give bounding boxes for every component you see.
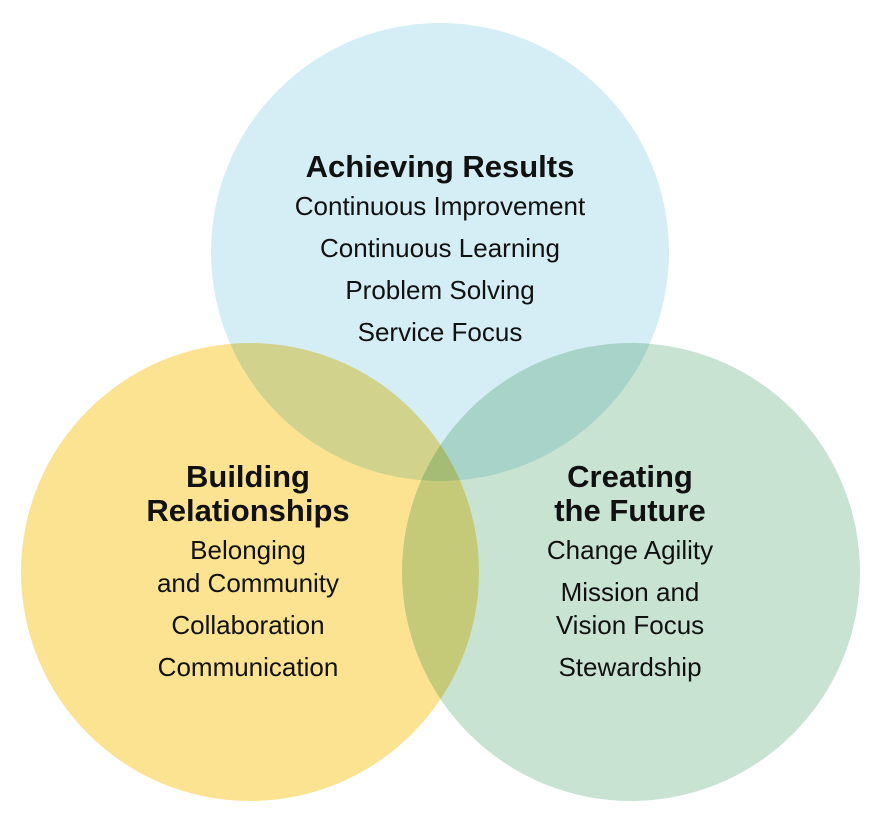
stewardship-item: Stewardship [558, 652, 702, 682]
achieving-results-title: Achieving Results [305, 149, 575, 184]
building-relationships-title: Building Relationships [146, 459, 350, 528]
belonging-and-community-item: Belonging and Community [156, 535, 340, 598]
achieving-results-circle [211, 23, 669, 481]
communication-item: Communication [157, 652, 339, 682]
achieving-results-label-group: Achieving Results Continuous Improvement… [240, 150, 640, 358]
problem-solving-item: Problem Solving [345, 275, 535, 305]
creating-the-future-label-group: Creating the Future Change Agility Missi… [480, 460, 780, 693]
collaboration-item: Collaboration [171, 610, 325, 640]
mission-and-vision-focus-item: Mission and Vision Focus [555, 577, 705, 640]
service-focus-item: Service Focus [357, 317, 523, 347]
building-relationships-label-group: Building Relationships Belonging and Com… [98, 460, 398, 693]
creating-the-future-title: Creating the Future [554, 459, 706, 528]
change-agility-item: Change Agility [546, 535, 714, 565]
continuous-improvement-item: Continuous Improvement [294, 191, 586, 221]
continuous-learning-item: Continuous Learning [320, 233, 560, 263]
